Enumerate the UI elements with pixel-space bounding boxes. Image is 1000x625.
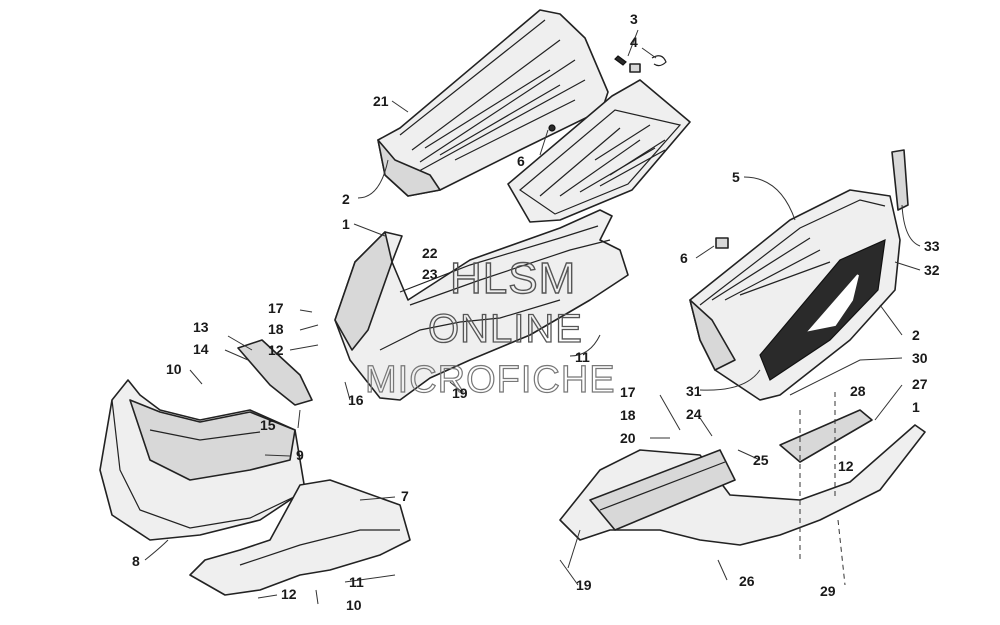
- part-belly-pan-right: [559, 409, 926, 546]
- callout-17: 17: [268, 300, 284, 316]
- callout-12-right: 12: [838, 458, 854, 474]
- part-belly-pan-center: [334, 209, 629, 401]
- callout-12-lower: 12: [281, 586, 297, 602]
- callout-20: 20: [620, 430, 636, 446]
- callout-6: 6: [517, 153, 525, 169]
- callout-18: 18: [268, 321, 284, 337]
- callout-11: 11: [575, 349, 590, 365]
- callout-17-right: 17: [620, 384, 636, 400]
- callout-6-right: 6: [680, 250, 688, 266]
- callout-32: 32: [924, 262, 940, 278]
- callout-10-lower: 10: [346, 597, 362, 613]
- callout-26: 26: [739, 573, 755, 589]
- callout-1-right: 1: [912, 399, 920, 415]
- part-side-panel-right: [689, 189, 901, 401]
- watermark-line-3: MICROFICHE: [365, 359, 616, 401]
- callout-15: 15: [260, 417, 276, 433]
- callout-4: 4: [630, 34, 638, 50]
- callout-8: 8: [132, 553, 140, 569]
- callout-29: 29: [820, 583, 836, 599]
- callout-7: 7: [401, 488, 409, 504]
- callout-12: 12: [268, 342, 284, 358]
- callout-23: 23: [422, 266, 438, 282]
- callout-31: 31: [686, 383, 702, 399]
- callout-24: 24: [686, 406, 702, 422]
- callout-14: 14: [193, 341, 209, 357]
- callout-19: 19: [452, 385, 468, 401]
- callout-2: 2: [342, 191, 350, 207]
- part-nut-6: [715, 237, 729, 249]
- callout-1: 1: [342, 216, 350, 232]
- callout-10: 10: [166, 361, 182, 377]
- part-skid-plate: [189, 479, 411, 596]
- part-deflector-13: [237, 339, 313, 406]
- callout-3: 3: [630, 11, 638, 27]
- part-screw-3: [614, 55, 641, 73]
- callout-21: 21: [373, 93, 389, 109]
- part-bracket-33: [891, 149, 909, 211]
- callout-2-right: 2: [912, 327, 920, 343]
- watermark-line-1: HLSM: [450, 254, 576, 303]
- watermark-line-2: ONLINE: [428, 307, 583, 351]
- callout-22: 22: [422, 245, 438, 261]
- part-nose-cone: [99, 379, 306, 541]
- callout-13: 13: [193, 319, 209, 335]
- part-front-mat: [507, 79, 691, 223]
- leader-lines: [144, 29, 921, 605]
- callout-5: 5: [732, 169, 740, 185]
- callout-11-lower: 11: [349, 574, 364, 590]
- callout-19-lower: 19: [576, 577, 592, 593]
- callout-33: 33: [924, 238, 940, 254]
- part-clip-4: [651, 55, 667, 67]
- callout-16: 16: [348, 392, 364, 408]
- callout-28: 28: [850, 383, 866, 399]
- callout-30: 30: [912, 350, 928, 366]
- part-front-cover-upper: [377, 9, 609, 197]
- callout-27: 27: [912, 376, 928, 392]
- callout-9: 9: [296, 447, 304, 463]
- callout-18-right: 18: [620, 407, 636, 423]
- callout-25: 25: [753, 452, 769, 468]
